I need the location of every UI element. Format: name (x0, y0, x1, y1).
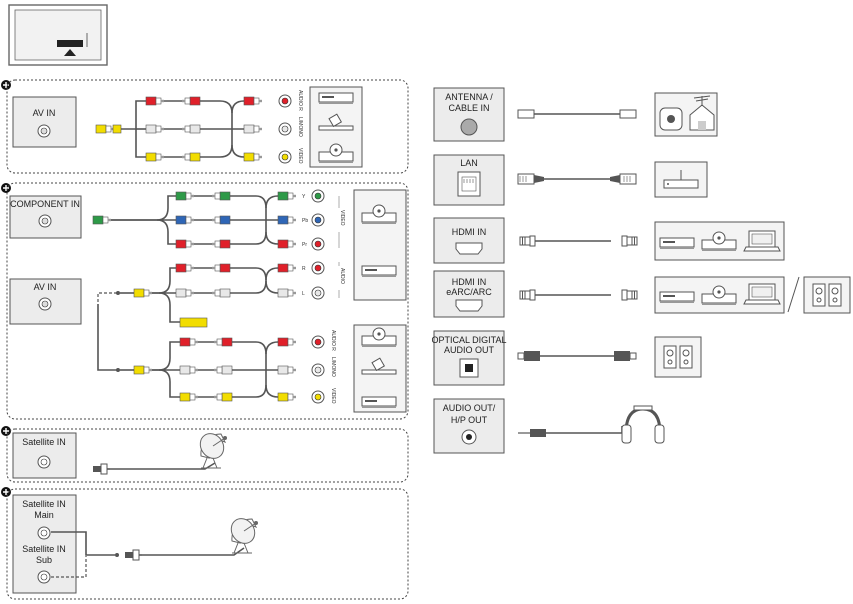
satellite-2-group: Satellite IN Main Satellite IN Sub (1, 487, 409, 600)
av-in-top-label: AV IN (33, 108, 56, 118)
component-in-label: COMPONENT IN (10, 199, 80, 209)
jack-label-l: L (302, 291, 305, 297)
audio-l-jack-low (311, 363, 325, 377)
optical-label-2: AUDIO OUT (444, 345, 495, 355)
settop-box-icon (659, 237, 695, 250)
antenna-row: ANTENNA / CABLE IN (433, 87, 718, 142)
slash-divider (787, 276, 800, 313)
av-in-top-group: AV IN AUDIO R L/MONO VIDEO (1, 79, 409, 174)
satellite-main-label-1: Satellite IN (22, 499, 66, 509)
router-icon (663, 179, 699, 189)
audio-out-label-2: H/P OUT (451, 415, 488, 425)
settop-box-icon (361, 265, 397, 278)
side-label-audio-r: AUDIO R (297, 90, 303, 111)
jack-label-pr: Pr (302, 242, 307, 248)
audio-l-jack (278, 122, 292, 136)
satellite-dish-icon (226, 513, 260, 554)
pb-jack (311, 213, 325, 227)
video-jack (278, 150, 292, 164)
hdmi-port-box (433, 217, 505, 264)
component-audio-side-label: AUDIO (339, 268, 345, 284)
audio-r-jack-low (311, 335, 325, 349)
settop-box-icon (318, 92, 354, 105)
device-panel-component (353, 189, 407, 301)
audio-out-label-1: AUDIO OUT/ (443, 403, 496, 413)
antenna-label-1: ANTENNA / (445, 92, 493, 102)
optical-device-panel (654, 336, 702, 378)
av-in-top-jack (37, 124, 51, 138)
component-group: COMPONENT IN Y Pb Pr VIDEO AV IN (1, 182, 409, 420)
side-label-lmono-low: L/MONO (330, 357, 336, 377)
av-in-top-port-box (12, 96, 77, 148)
satellite-dish-icon (195, 428, 229, 469)
satellite-sub-jack (37, 570, 51, 584)
satellite-main-label-2: Main (34, 510, 54, 520)
laptop-icon (743, 230, 781, 252)
laptop-icon (743, 283, 781, 305)
pr-jack (311, 237, 325, 251)
av-plug-yellow (95, 124, 115, 134)
coax-plug (124, 549, 143, 561)
hdmi-jack (455, 242, 483, 255)
audio-out-row: AUDIO OUT/ H/P OUT (433, 398, 665, 454)
av-in-mid-label: AV IN (34, 282, 57, 292)
jack-label-y: Y (302, 194, 306, 200)
hdmi-earc-label-2: eARC/ARC (446, 287, 492, 297)
settop-box-icon (659, 291, 695, 304)
side-label-video: VIDEO (297, 148, 303, 164)
video-jack-low (311, 390, 325, 404)
audio-r-jack-mid (311, 261, 325, 275)
audio-r-jack (278, 94, 292, 108)
hdmi-earc-label-1: HDMI IN (452, 277, 487, 287)
satellite-in-label: Satellite IN (22, 437, 66, 447)
component-in-jack (38, 214, 52, 228)
satellite-sub-label-2: Sub (36, 555, 52, 565)
hdmi-label: HDMI IN (452, 227, 487, 237)
antenna-label-2: CABLE IN (448, 103, 489, 113)
hdmi-earc-jack (455, 299, 483, 312)
settop-box-icon (361, 396, 397, 409)
lan-label: LAN (460, 158, 478, 168)
side-label-video-low: VIDEO (330, 388, 336, 404)
satellite-1-group: Satellite IN (1, 426, 409, 483)
headphones-icon (621, 405, 665, 444)
optical-label-1: OPTICAL DIGITAL (431, 335, 506, 345)
house-icon (689, 104, 715, 131)
antenna-icon (693, 95, 711, 106)
jack-label-r: R (302, 266, 306, 272)
tv-icon (8, 4, 108, 66)
lan-row: LAN (433, 154, 708, 206)
antenna-jack (460, 118, 478, 136)
coax-plug (92, 463, 111, 475)
satellite-main-jack (37, 526, 51, 540)
soundbar-device-panel (803, 276, 851, 314)
jack-label-pb: Pb (302, 218, 308, 224)
y-jack (311, 189, 325, 203)
satellite-in-jack (37, 455, 51, 469)
optical-row: OPTICAL DIGITAL AUDIO OUT (431, 330, 702, 386)
satellite-sub-label-1: Satellite IN (22, 544, 66, 554)
hdmi-earc-row: HDMI IN eARC/ARC (433, 270, 851, 318)
component-video-side-label: VIDEO (339, 210, 345, 226)
satellite-in-port-box (12, 432, 77, 479)
side-label-lmono: L/MONO (297, 117, 303, 137)
hdmi-row: HDMI IN (433, 217, 785, 264)
av-in-mid-jack (38, 297, 52, 311)
audio-l-jack-mid (311, 286, 325, 300)
side-label-audio-r-low: AUDIO R (330, 330, 336, 351)
